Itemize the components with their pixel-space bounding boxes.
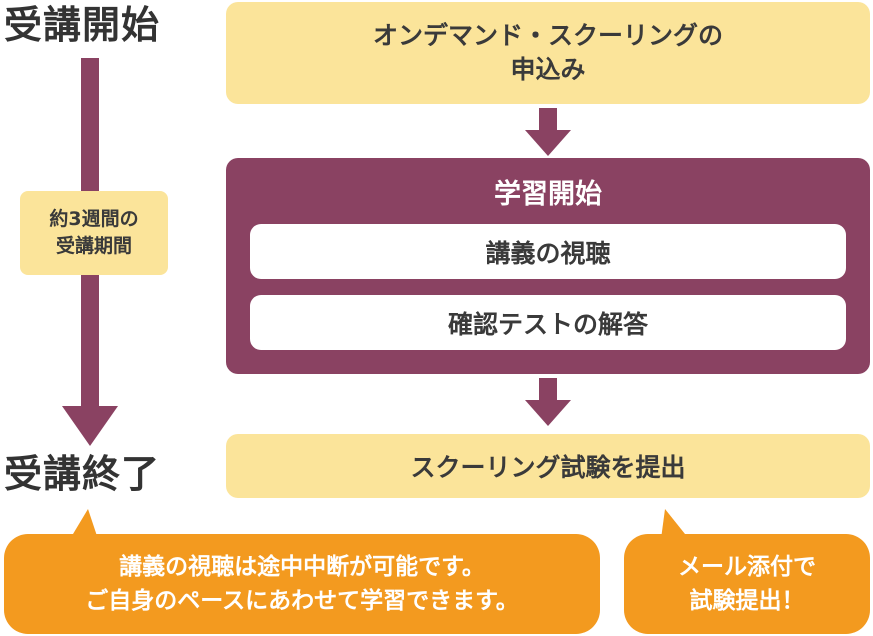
lecture-viewing-step: 講義の視聴 — [250, 224, 846, 279]
timeline-start-label: 受講開始 — [4, 3, 161, 47]
note-bubble-lecture: 講義の視聴は途中中断が可能です。 ご自身のペースにあわせて学習できます。 — [4, 534, 600, 634]
submit-exam-box: スクーリング試験を提出 — [226, 434, 870, 498]
note-bubble-submit: メール添付で 試験提出！ — [624, 534, 870, 634]
apply-line-2: 申込み — [510, 55, 586, 84]
period-badge: 約3週間の 受講期間 — [20, 191, 168, 275]
apply-step-box: オンデマンド・スクーリングの 申込み — [226, 2, 870, 104]
bubble-tail-icon — [661, 509, 689, 539]
apply-line-1: オンデマンド・スクーリングの — [372, 21, 723, 51]
timeline-end-label: 受講終了 — [4, 452, 161, 496]
study-start-title: 学習開始 — [494, 179, 602, 210]
flow-arrow-down-icon — [525, 108, 571, 156]
flow-arrow-down-icon — [525, 378, 571, 426]
period-line-2: 受講期間 — [55, 235, 132, 257]
period-line-1: 約3週間の — [49, 208, 139, 231]
study-start-box: 学習開始 講義の視聴 確認テストの解答 — [226, 158, 870, 374]
confirmation-test-step: 確認テストの解答 — [250, 295, 846, 350]
note-right-line-1: メール添付で — [678, 553, 816, 580]
bubble-tail-icon — [70, 509, 98, 539]
note-right-line-2: 試験提出！ — [689, 588, 805, 614]
note-left-line-1: 講義の視聴は途中中断が可能です。 — [119, 553, 485, 580]
note-left-line-2: ご自身のペースにあわせて学習できます。 — [85, 588, 519, 614]
